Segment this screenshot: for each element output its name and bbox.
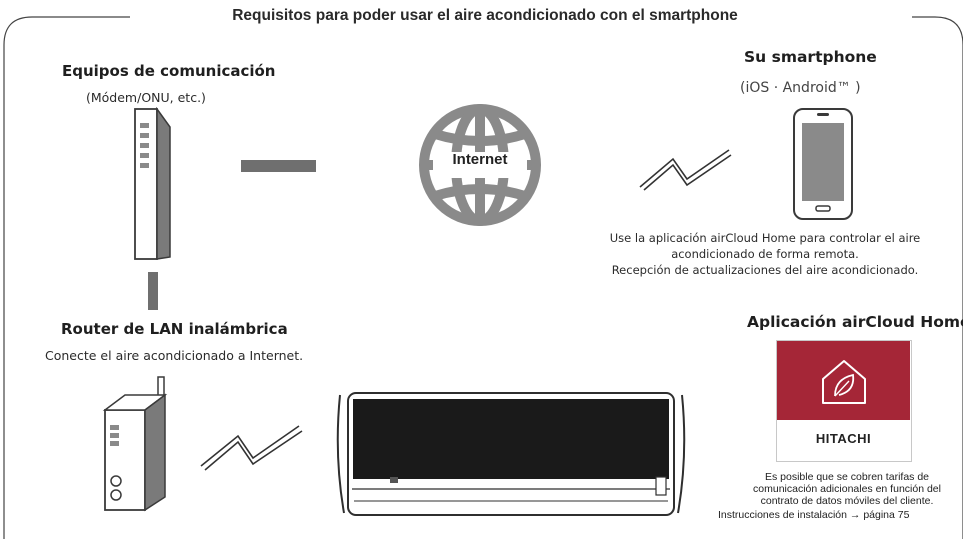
internet-label: Internet bbox=[452, 151, 508, 168]
wireless-signal-icon bbox=[200, 425, 303, 471]
app-note-line: comunicación adicionales en función del bbox=[753, 483, 941, 495]
smartphone-description-line: acondicionado de forma remota. bbox=[671, 247, 859, 261]
air-conditioner-icon bbox=[336, 392, 686, 516]
router-description: Conecte el aire acondicionado a Internet… bbox=[45, 348, 304, 363]
app-brand-label: HITACHI bbox=[815, 431, 872, 446]
app-note: Es posible que se cobren tarifas de comu… bbox=[736, 471, 958, 507]
smartphone-description-line: Use la aplicación airCloud Home para con… bbox=[609, 231, 921, 245]
router-heading: Router de LAN inalámbrica bbox=[61, 320, 288, 338]
app-heading: Aplicación airCloud Home bbox=[747, 313, 963, 331]
app-icon-background bbox=[777, 341, 910, 420]
smartphone-icon bbox=[793, 108, 853, 220]
globe-icon bbox=[419, 104, 541, 226]
communication-heading: Equipos de comunicación bbox=[62, 62, 276, 80]
smartphone-heading: Su smartphone bbox=[744, 48, 877, 66]
router-icon bbox=[102, 376, 168, 512]
house-leaf-icon bbox=[822, 360, 866, 404]
wireless-signal-icon bbox=[639, 149, 732, 191]
app-icon-tile: HITACHI bbox=[776, 340, 912, 462]
smartphone-description-line: Recepción de actualizaciones del aire ac… bbox=[611, 263, 919, 277]
modem-icon bbox=[134, 107, 171, 260]
page-title: Requisitos para poder usar el aire acond… bbox=[232, 7, 738, 24]
installation-reference: Instrucciones de instalación → página 75 bbox=[718, 509, 910, 521]
app-note-line: Es posible que se cobren tarifas de bbox=[764, 471, 930, 483]
modem-router-link bbox=[148, 272, 158, 310]
smartphone-subheading: (iOS · Android™ ) bbox=[740, 80, 861, 96]
communication-subheading: (Módem/ONU, etc.) bbox=[86, 90, 206, 105]
app-note-line: contrato de datos móviles del cliente. bbox=[760, 495, 934, 507]
modem-internet-link bbox=[241, 160, 316, 172]
smartphone-description: Use la aplicación airCloud Home para con… bbox=[580, 230, 950, 278]
